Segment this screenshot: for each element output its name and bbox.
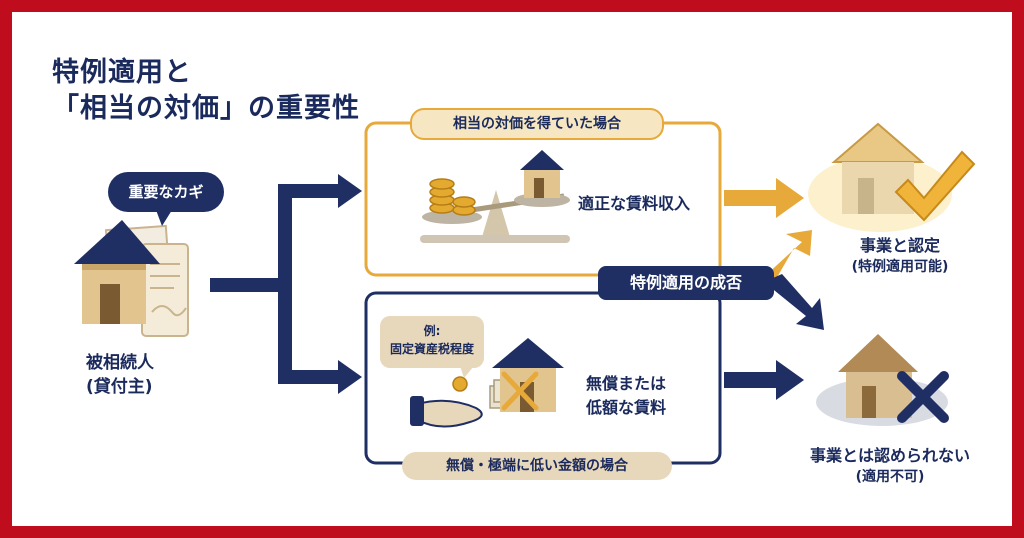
- key-callout: 重要なカギ: [108, 172, 224, 212]
- top-branch-header: 相当の対価を得ていた場合: [410, 108, 664, 140]
- low-rent-icon: [410, 338, 564, 428]
- example-note-line-2: 固定資産税程度: [389, 342, 474, 356]
- example-note: 例: 固定資産税程度: [380, 316, 484, 368]
- outcome-yes-line-2: (特例適用可能): [851, 259, 949, 275]
- failure-house-icon: [816, 334, 949, 426]
- fair-rent-label: 適正な賃料収入: [578, 194, 691, 213]
- arrow-to-success: [724, 178, 812, 286]
- eligibility-badge: 特例適用の成否: [598, 266, 774, 300]
- outcome-no-line-1: 事業とは認められない: [809, 446, 970, 465]
- outcome-no-line-2: (適用不可): [855, 469, 925, 485]
- lender-label: (貸付主): [86, 377, 153, 397]
- success-house-icon: [808, 122, 976, 232]
- diagram-graphics: [74, 121, 976, 465]
- scale-icon: [420, 150, 570, 243]
- arrow-to-failure: [724, 274, 824, 400]
- note-pointer: [460, 366, 474, 378]
- connector-arrows: [210, 174, 362, 394]
- outcome-yes-line-1: 事業と認定: [859, 236, 940, 255]
- bottom-branch-footer: 無償・極端に低い金額の場合: [402, 452, 672, 480]
- title-line-1: 特例適用と: [52, 57, 192, 88]
- callout-pointer: [156, 210, 172, 226]
- low-rent-label-2: 低額な賃料: [586, 398, 667, 417]
- left-house-scroll-icon: [74, 220, 189, 337]
- example-note-line-1: 例:: [423, 324, 441, 338]
- decedent-label: 被相続人: [86, 353, 154, 373]
- title-line-2: 「相当の対価」の重要性: [52, 93, 360, 124]
- low-rent-label-1: 無償または: [586, 374, 667, 393]
- infographic-frame: 特例適用と 「相当の対価」の重要性 重要なカギ 被相続人 (貸付主) 相当の対価…: [12, 12, 1012, 526]
